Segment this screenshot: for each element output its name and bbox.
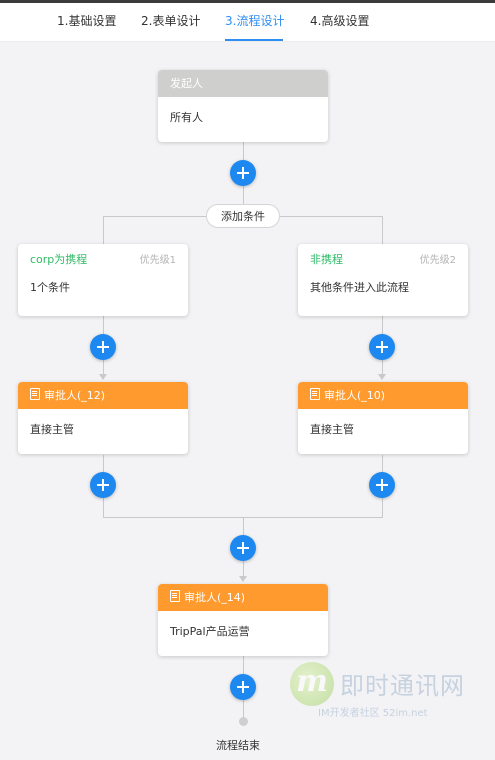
approver-header: 审批人(_12) xyxy=(18,382,188,409)
approver-body: TripPal产品运营 xyxy=(170,625,250,638)
approver-icon xyxy=(170,590,180,602)
approver-body: 直接主管 xyxy=(310,423,354,436)
window-top-bar xyxy=(0,0,495,3)
approver-title: 审批人(_10) xyxy=(324,389,386,402)
active-tab-indicator xyxy=(225,39,283,41)
condition-node-2[interactable]: 非携程 优先级2 其他条件进入此流程 xyxy=(298,244,468,316)
add-condition-button[interactable]: 添加条件 xyxy=(206,204,280,228)
initiator-title: 发起人 xyxy=(158,70,328,97)
add-node-button[interactable] xyxy=(230,160,256,186)
condition-body: 1个条件 xyxy=(30,281,70,294)
arrow-down-icon xyxy=(378,374,386,380)
approver-icon xyxy=(310,388,320,400)
add-node-button[interactable] xyxy=(230,535,256,561)
add-node-button[interactable] xyxy=(369,334,395,360)
tab-process-design[interactable]: 3.流程设计 xyxy=(225,14,285,28)
tab-advanced-settings[interactable]: 4.高级设置 xyxy=(310,14,370,28)
end-label: 流程结束 xyxy=(216,739,260,752)
approver-node-12[interactable]: 审批人(_12) 直接主管 xyxy=(18,382,188,454)
connector-line xyxy=(103,216,104,244)
approver-title: 审批人(_14) xyxy=(184,591,246,604)
condition-priority: 优先级2 xyxy=(419,255,456,266)
watermark-subtitle: IM开发者社区 52im.net xyxy=(318,708,428,719)
add-node-button[interactable] xyxy=(369,472,395,498)
watermark-logo: m xyxy=(290,662,334,706)
arrow-down-icon xyxy=(99,374,107,380)
tab-bar: 1.基础设置 2.表单设计 3.流程设计 4.高级设置 xyxy=(0,3,495,42)
add-node-button[interactable] xyxy=(90,334,116,360)
approver-icon xyxy=(30,388,40,400)
connector-line xyxy=(280,216,383,217)
condition-title: corp为携程 xyxy=(30,253,88,266)
condition-title: 非携程 xyxy=(310,253,343,266)
add-node-button[interactable] xyxy=(230,674,256,700)
tab-basic-settings[interactable]: 1.基础设置 xyxy=(57,14,117,28)
connector-line xyxy=(103,216,206,217)
condition-priority: 优先级1 xyxy=(139,255,176,266)
tab-form-design[interactable]: 2.表单设计 xyxy=(141,14,201,28)
approver-header: 审批人(_14) xyxy=(158,584,328,611)
condition-node-1[interactable]: corp为携程 优先级1 1个条件 xyxy=(18,244,188,316)
watermark-title: 即时通讯网 xyxy=(340,672,465,700)
connector-line xyxy=(382,216,383,244)
approver-title: 审批人(_12) xyxy=(44,389,106,402)
end-node-dot xyxy=(239,717,248,726)
initiator-body: 所有人 xyxy=(170,111,203,124)
approver-body: 直接主管 xyxy=(30,423,74,436)
approver-node-14[interactable]: 审批人(_14) TripPal产品运营 xyxy=(158,584,328,656)
condition-body: 其他条件进入此流程 xyxy=(310,281,409,294)
watermark: m 即时通讯网 IM开发者社区 52im.net xyxy=(290,662,490,722)
arrow-down-icon xyxy=(239,576,247,582)
initiator-node[interactable]: 发起人 所有人 xyxy=(158,70,328,142)
add-node-button[interactable] xyxy=(90,472,116,498)
approver-header: 审批人(_10) xyxy=(298,382,468,409)
approver-node-10[interactable]: 审批人(_10) 直接主管 xyxy=(298,382,468,454)
